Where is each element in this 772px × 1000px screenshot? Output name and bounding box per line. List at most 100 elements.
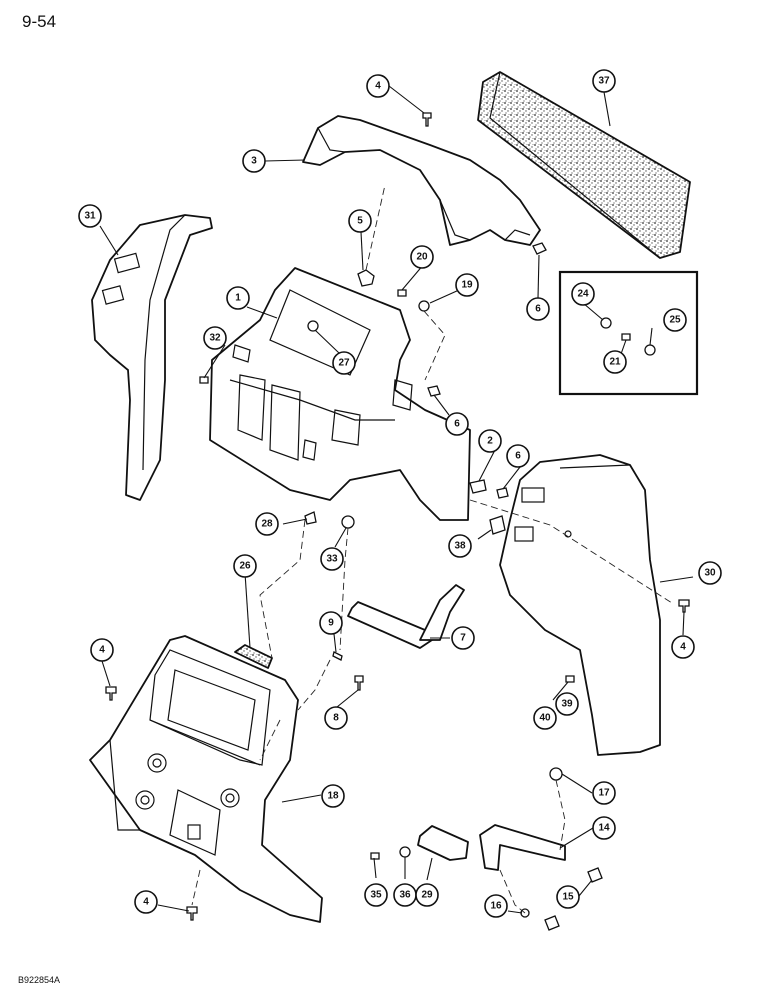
right-panel-part-30 xyxy=(499,454,661,756)
pin-9 xyxy=(332,651,343,661)
callout-27: 27 xyxy=(332,351,356,375)
grommet-33 xyxy=(341,515,355,529)
svg-text:27: 27 xyxy=(338,358,350,369)
svg-text:14: 14 xyxy=(598,823,610,834)
page-number: 9-54 xyxy=(22,12,57,31)
callout-16: 16 xyxy=(484,894,508,918)
bolt-4-right xyxy=(678,599,690,613)
cowl-part-3 xyxy=(302,115,541,246)
svg-text:32: 32 xyxy=(209,333,221,344)
svg-text:4: 4 xyxy=(680,642,686,653)
screw-21 xyxy=(621,333,631,341)
svg-text:30: 30 xyxy=(704,568,716,579)
screw-39 xyxy=(565,675,575,683)
callout-18: 18 xyxy=(321,784,345,808)
nut-17 xyxy=(549,767,563,781)
bolt-4-top xyxy=(422,112,432,127)
svg-text:28: 28 xyxy=(261,519,273,530)
callout-6: 6 xyxy=(506,444,530,468)
grommet-27 xyxy=(307,320,319,332)
callout-19: 19 xyxy=(455,273,479,297)
bolt-32 xyxy=(199,376,209,384)
callout-33: 33 xyxy=(320,547,344,571)
nut-6-mid xyxy=(427,385,441,397)
svg-text:3: 3 xyxy=(251,156,257,167)
screw-8 xyxy=(354,675,364,691)
callout-4: 4 xyxy=(134,890,158,914)
callout-37: 37 xyxy=(592,69,616,93)
callout-32: 32 xyxy=(203,326,227,350)
svg-text:35: 35 xyxy=(370,890,382,901)
callout-24: 24 xyxy=(571,282,595,306)
callout-9: 9 xyxy=(319,611,343,635)
callout-7: 7 xyxy=(451,626,475,650)
mounting-plate-part-1 xyxy=(209,267,471,521)
instrument-panel-part-18 xyxy=(89,635,323,923)
callout-26: 26 xyxy=(233,554,257,578)
clip-5 xyxy=(357,269,375,287)
left-panel-part-31 xyxy=(91,214,213,501)
callout-6: 6 xyxy=(445,412,469,436)
clip-28 xyxy=(304,511,317,525)
svg-text:26: 26 xyxy=(239,561,251,572)
callout-4: 4 xyxy=(671,635,695,659)
svg-text:39: 39 xyxy=(561,699,573,710)
callout-21: 21 xyxy=(603,350,627,374)
callout-1: 1 xyxy=(226,286,250,310)
svg-text:21: 21 xyxy=(609,357,621,368)
bolt-15a xyxy=(587,867,603,883)
svg-text:7: 7 xyxy=(460,633,466,644)
svg-text:4: 4 xyxy=(375,81,381,92)
bolt-4-bottom xyxy=(186,906,198,921)
grommet-19 xyxy=(418,300,430,312)
callout-5: 5 xyxy=(348,209,372,233)
bolt-15b xyxy=(544,915,560,931)
svg-text:38: 38 xyxy=(454,541,466,552)
pad-part-37 xyxy=(477,71,691,259)
callout-40: 40 xyxy=(533,706,557,730)
callout-31: 31 xyxy=(78,204,102,228)
callout-6: 6 xyxy=(526,297,550,321)
svg-text:5: 5 xyxy=(357,216,363,227)
svg-text:18: 18 xyxy=(327,791,339,802)
svg-text:33: 33 xyxy=(326,554,338,565)
callout-4: 4 xyxy=(90,638,114,662)
svg-text:6: 6 xyxy=(454,419,460,430)
svg-text:6: 6 xyxy=(535,304,541,315)
bracket-part-7 xyxy=(347,584,465,649)
nut-6-top xyxy=(532,242,547,255)
svg-text:37: 37 xyxy=(598,76,610,87)
svg-text:16: 16 xyxy=(490,901,502,912)
svg-text:25: 25 xyxy=(669,315,681,326)
svg-text:4: 4 xyxy=(99,645,105,656)
plate-part-29 xyxy=(417,825,469,861)
callout-4: 4 xyxy=(366,74,390,98)
clip-2 xyxy=(469,479,487,494)
callout-36: 36 xyxy=(393,883,417,907)
plug-25 xyxy=(644,344,656,356)
callout-17: 17 xyxy=(592,781,616,805)
svg-text:29: 29 xyxy=(421,890,433,901)
svg-text:40: 40 xyxy=(539,713,551,724)
inset-detail-box xyxy=(558,270,699,396)
screw-20 xyxy=(397,289,407,297)
callout-15: 15 xyxy=(556,885,580,909)
callout-29: 29 xyxy=(415,883,439,907)
svg-text:9: 9 xyxy=(328,618,334,629)
callout-39: 39 xyxy=(555,692,579,716)
svg-text:36: 36 xyxy=(399,890,411,901)
svg-text:17: 17 xyxy=(598,788,610,799)
svg-text:2: 2 xyxy=(487,436,493,447)
callout-3: 3 xyxy=(242,149,266,173)
nut-6-right xyxy=(496,487,509,499)
svg-text:4: 4 xyxy=(143,897,149,908)
callout-35: 35 xyxy=(364,883,388,907)
callouts: 4 37 3 31 5 20 19 6 1 24 25 21 32 27 6 2… xyxy=(78,69,722,918)
svg-text:24: 24 xyxy=(577,289,589,300)
svg-text:19: 19 xyxy=(461,280,473,291)
svg-text:6: 6 xyxy=(515,451,521,462)
leader-lines xyxy=(99,85,694,914)
bracket-part-14 xyxy=(479,824,566,871)
svg-text:31: 31 xyxy=(84,211,96,222)
